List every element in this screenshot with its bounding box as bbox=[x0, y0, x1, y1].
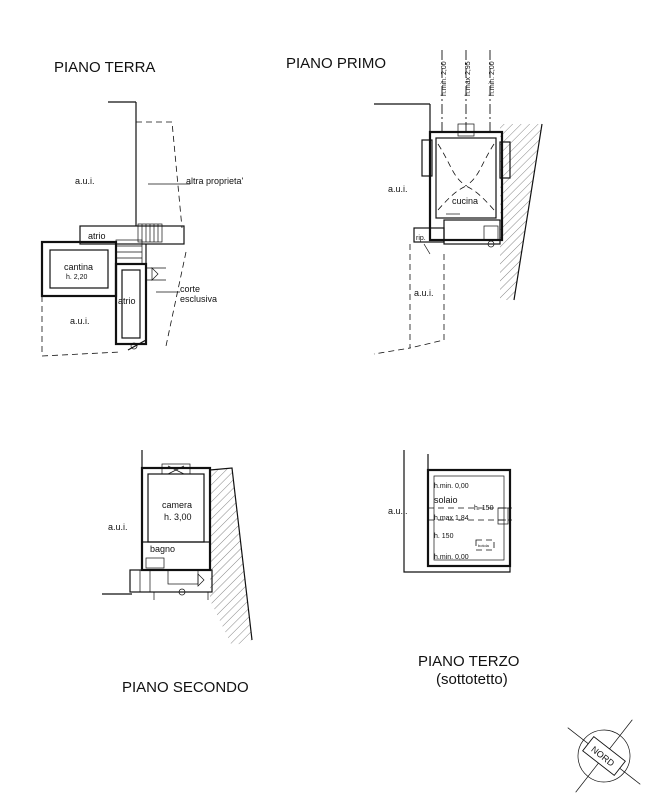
second-camera: camera bbox=[162, 500, 192, 510]
ground-aui-top: a.u.i. bbox=[75, 176, 95, 186]
title-piano-primo: PIANO PRIMO bbox=[286, 55, 386, 72]
first-hmax: h.max 2,95 bbox=[465, 61, 472, 96]
title-piano-secondo: PIANO SECONDO bbox=[122, 679, 249, 696]
third-solaio: solaio bbox=[434, 495, 458, 505]
first-aui-bottom: a.u.i. bbox=[414, 288, 434, 298]
second-bagno: bagno bbox=[150, 544, 175, 554]
first-rip: rip. bbox=[416, 235, 426, 242]
third-h150-a: h. 150 bbox=[474, 505, 494, 512]
north-compass: NORD bbox=[567, 719, 641, 793]
ground-esclusiva: esclusiva bbox=[180, 294, 217, 304]
ground-atrio-side: atrio bbox=[118, 296, 136, 306]
ground-altra-proprieta: altra proprieta' bbox=[186, 176, 244, 186]
ground-floor-plan: a.u.i. altra proprieta' atrio cantina h.… bbox=[40, 101, 244, 357]
third-h150-b: h. 150 bbox=[434, 533, 454, 540]
ground-cantina-height: h. 2,20 bbox=[66, 274, 88, 281]
third-floor-plan: a.u.i. h.min. 0,00 solaio h. 150 h.max 1… bbox=[388, 450, 512, 573]
third-aui: a.u.i. bbox=[388, 506, 408, 516]
first-aui-top: a.u.i. bbox=[388, 184, 408, 194]
first-hmin-right: h.min. 2,00 bbox=[489, 61, 496, 96]
first-floor-plan: a.u.i. cucina rip. a.u.i. h.min. 2,00 h.… bbox=[373, 50, 543, 355]
third-small-label: botola bbox=[478, 543, 490, 548]
first-hmin-left: h.min. 2,00 bbox=[441, 61, 448, 96]
third-hmin-bottom: h.min. 0,00 bbox=[434, 554, 469, 561]
second-aui: a.u.i. bbox=[108, 522, 128, 532]
second-floor-plan: a.u.i. camera h. 3,00 bagno bbox=[102, 450, 253, 646]
title-piano-terra: PIANO TERRA bbox=[54, 59, 155, 76]
third-hmin-top: h.min. 0,00 bbox=[434, 483, 469, 490]
second-camera-height: h. 3,00 bbox=[164, 512, 192, 522]
title-piano-terzo: PIANO TERZO bbox=[418, 653, 519, 670]
ground-atrio-top: atrio bbox=[88, 231, 106, 241]
ground-cantina: cantina bbox=[64, 262, 93, 272]
ground-corte: corte bbox=[180, 284, 200, 294]
title-sottotetto: (sottotetto) bbox=[436, 671, 508, 688]
third-hmax: h.max 1,84 bbox=[434, 515, 469, 522]
ground-aui-bottom: a.u.i. bbox=[70, 316, 90, 326]
first-cucina: cucina bbox=[452, 196, 478, 206]
